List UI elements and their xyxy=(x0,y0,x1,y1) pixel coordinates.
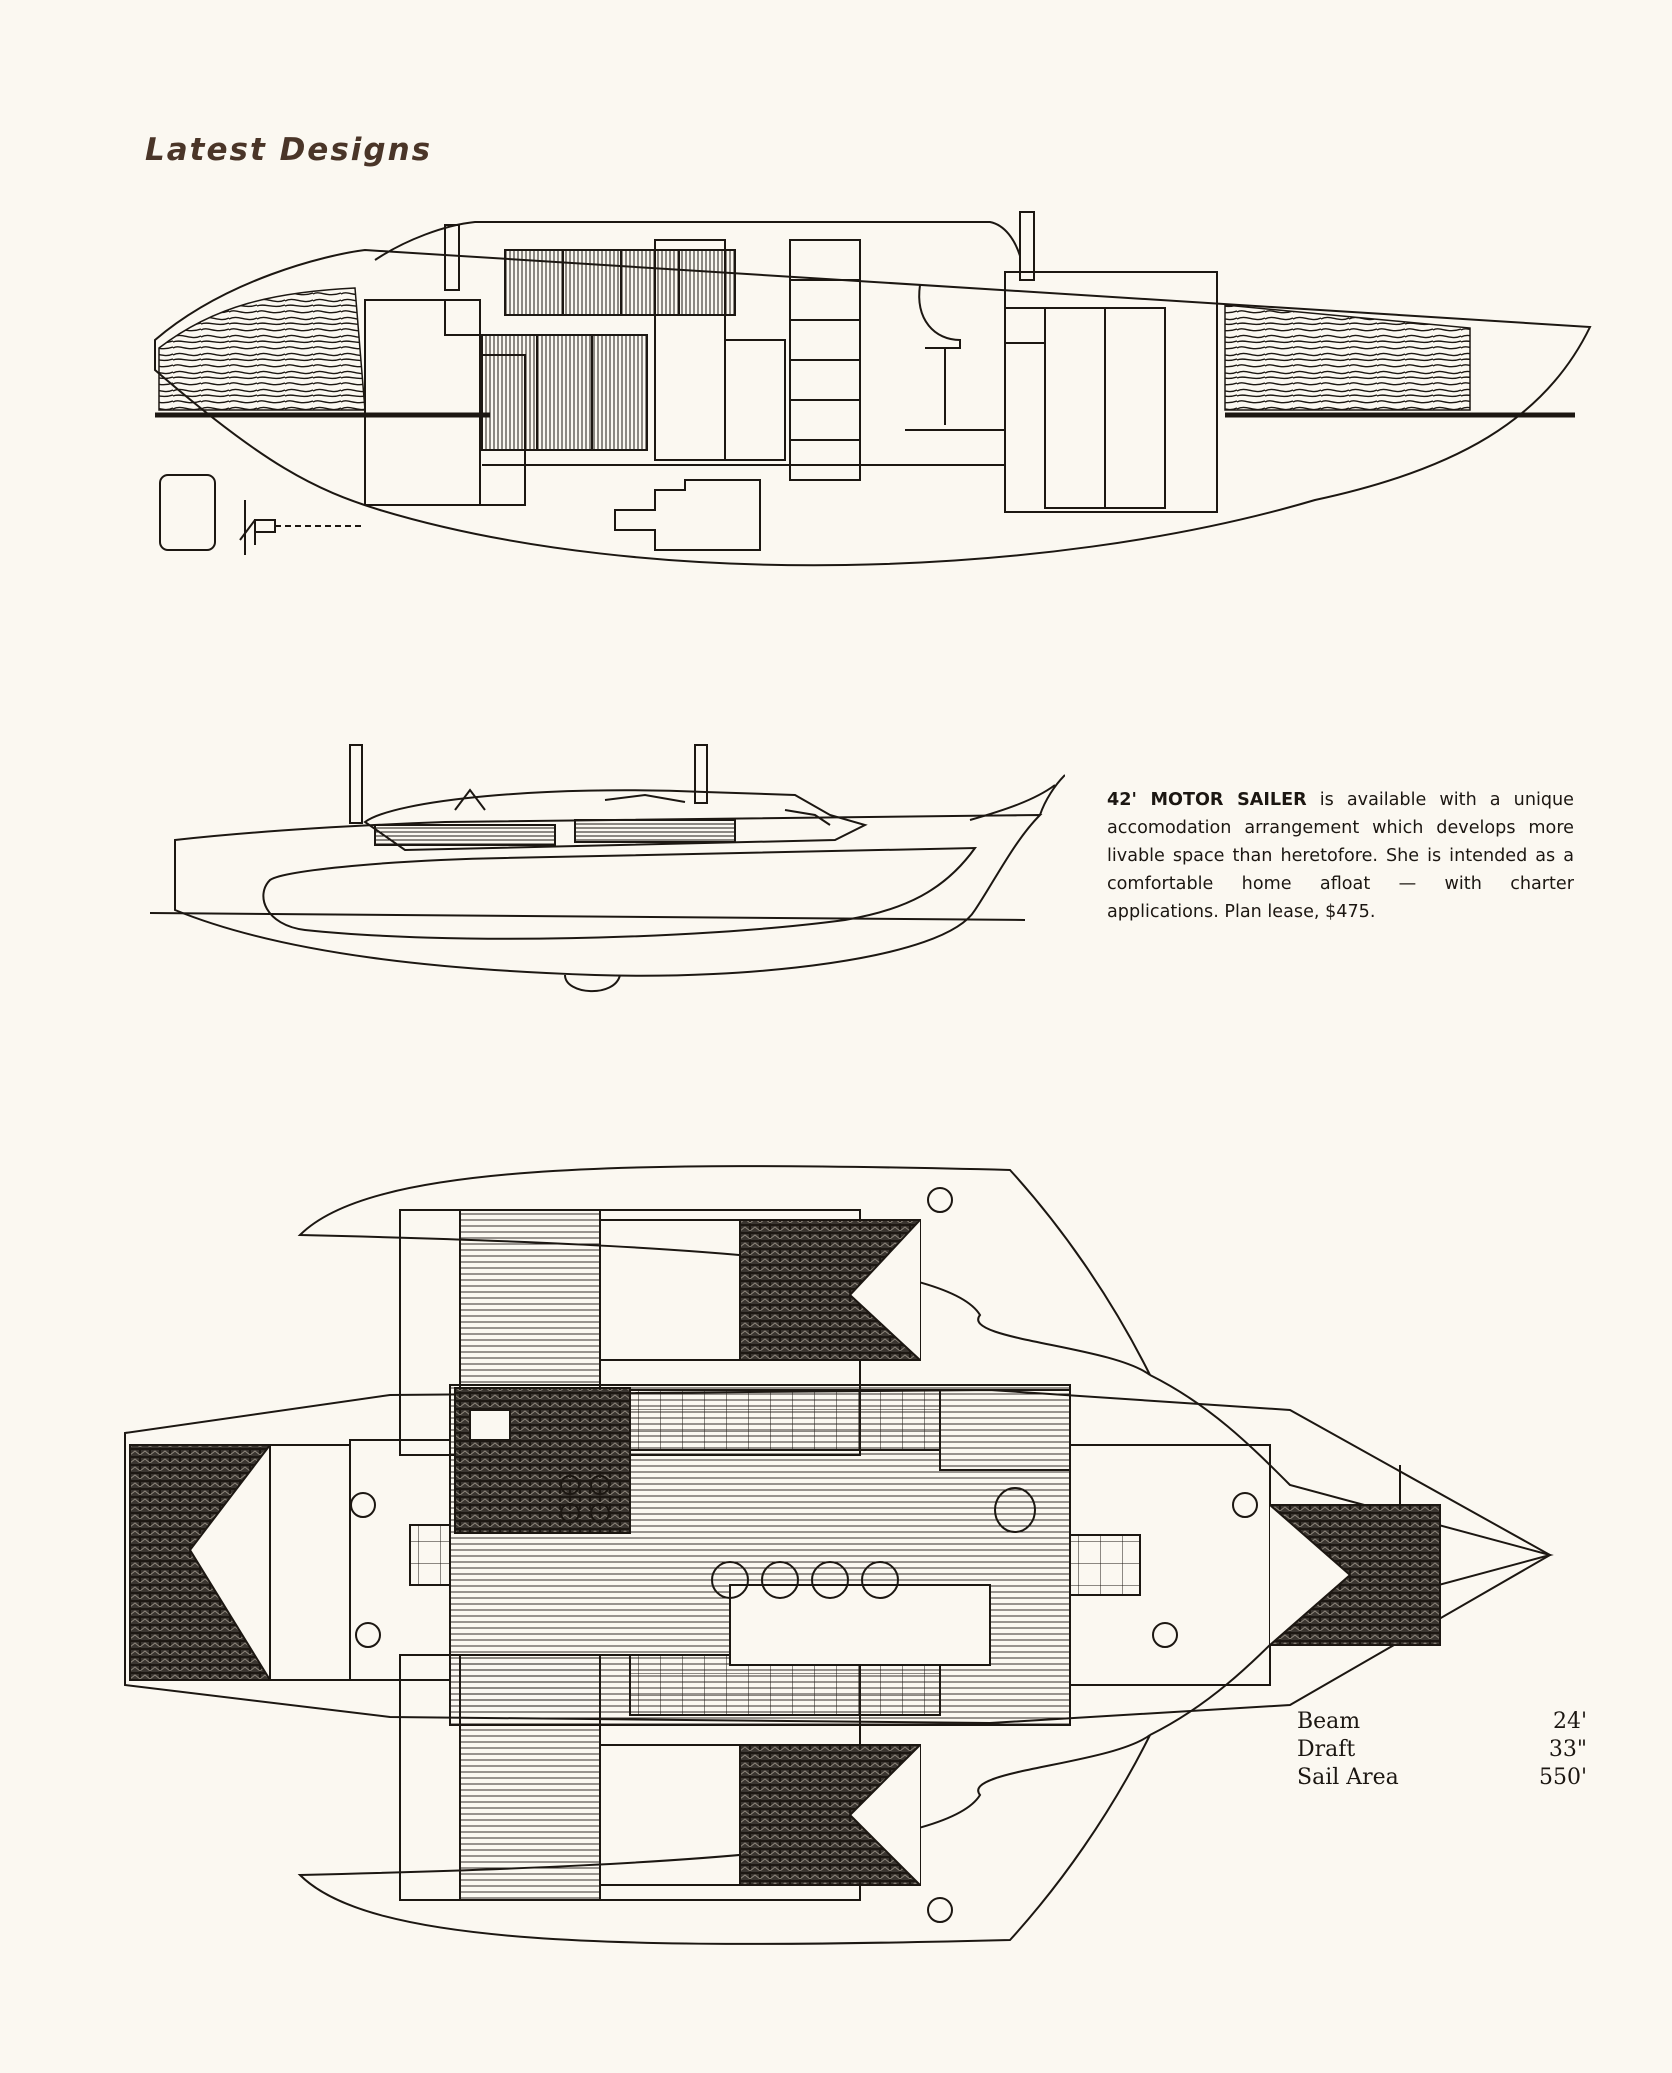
spec-row-sail-area: Sail Area 550' xyxy=(1297,1764,1587,1792)
spec-label: Draft xyxy=(1297,1737,1356,1762)
page-title: Latest Designs xyxy=(145,132,433,168)
inboard-profile-drawing xyxy=(145,200,1605,590)
spec-value: 33" xyxy=(1548,1737,1587,1762)
accommodation-plan-drawing xyxy=(110,1145,1590,1965)
spec-label: Beam xyxy=(1297,1709,1361,1734)
design-name: 42' MOTOR SAILER xyxy=(1107,790,1307,810)
design-description: 42' MOTOR SAILER is available with a uni… xyxy=(1107,786,1574,926)
specifications-table: Beam 24' Draft 33" Sail Area 550' xyxy=(1297,1708,1587,1792)
spec-value: 550' xyxy=(1538,1765,1587,1790)
design-description-text: is available with a unique accomodation … xyxy=(1107,790,1575,922)
spec-row-beam: Beam 24' xyxy=(1297,1708,1587,1736)
spec-value: 24' xyxy=(1552,1709,1587,1734)
outboard-profile-drawing xyxy=(145,730,1065,1000)
spec-row-draft: Draft 33" xyxy=(1297,1736,1587,1764)
spec-label: Sail Area xyxy=(1297,1765,1399,1790)
hull-outline xyxy=(154,248,1592,567)
